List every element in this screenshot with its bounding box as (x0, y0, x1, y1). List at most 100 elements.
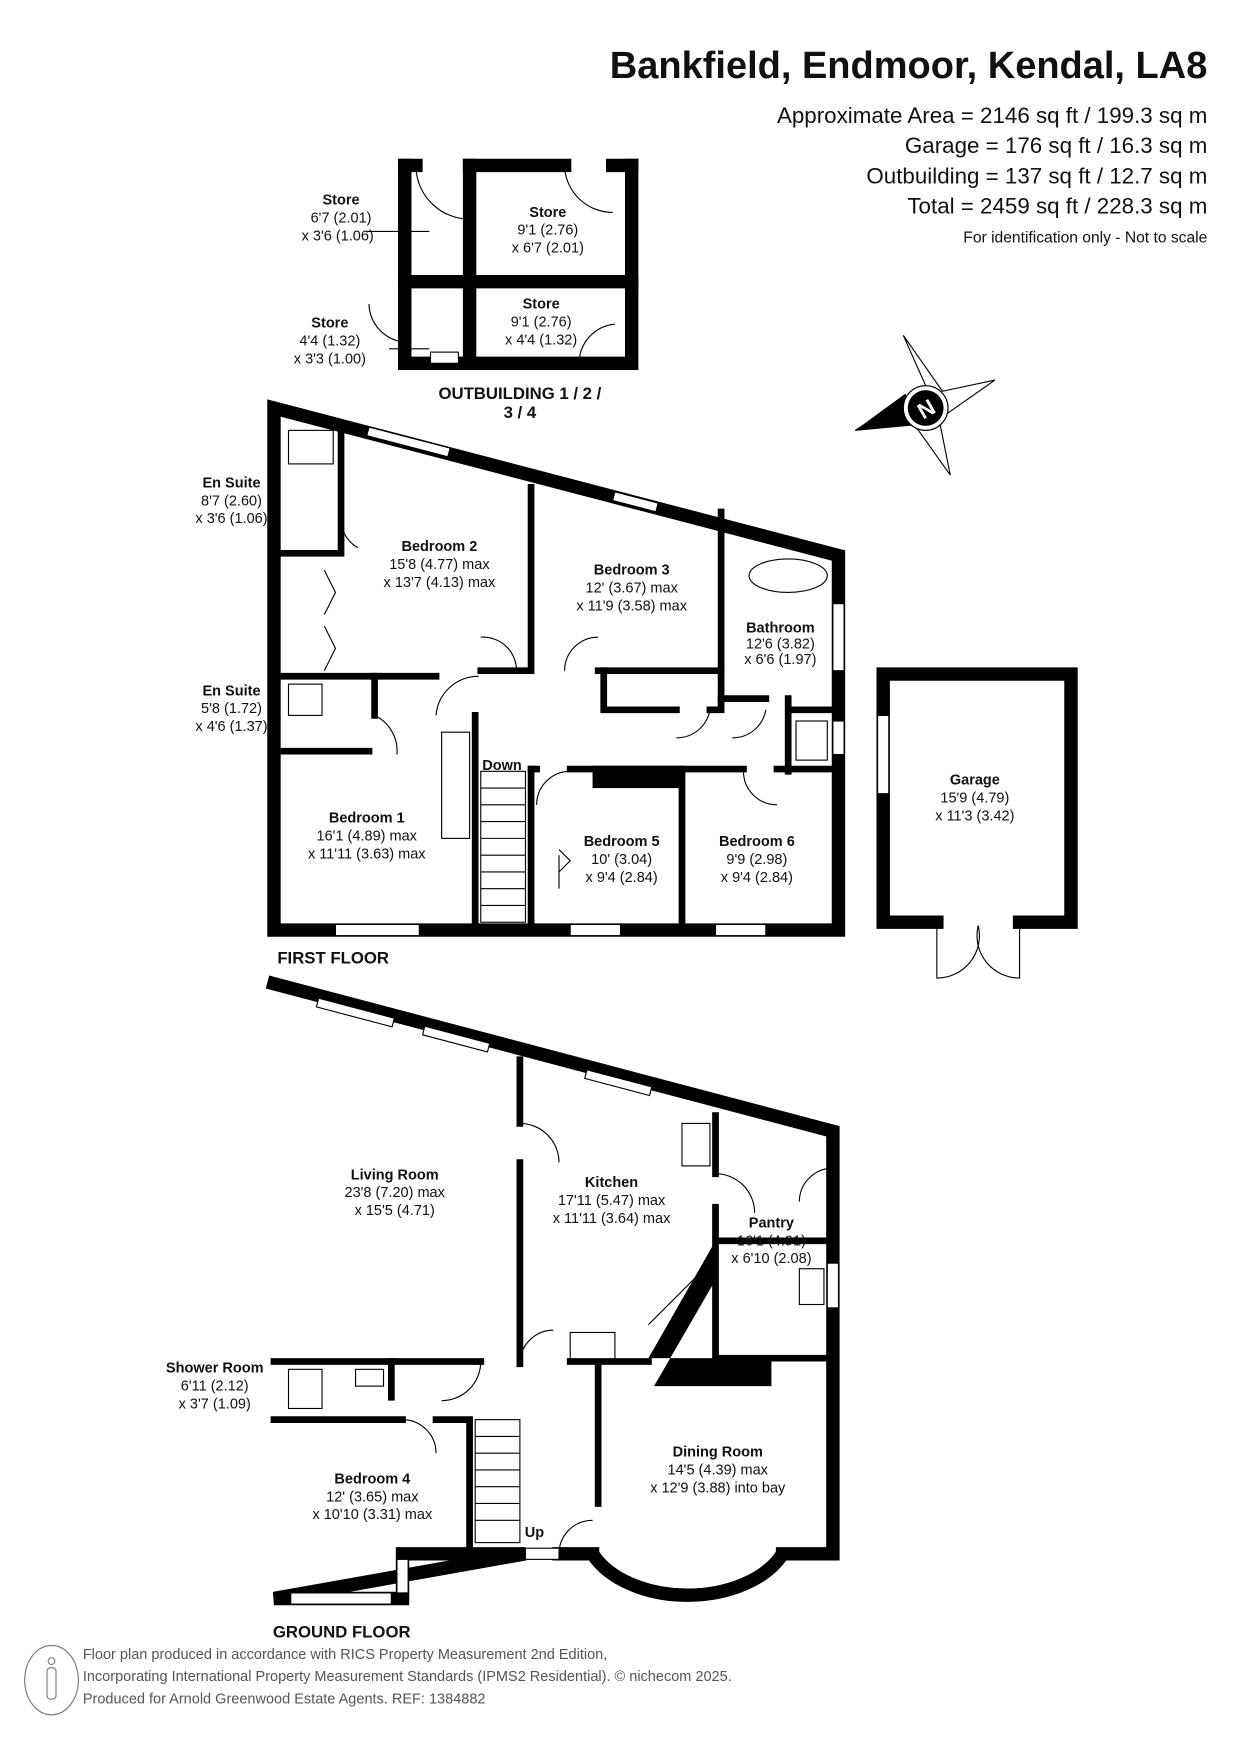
svg-text:Pantry: Pantry (749, 1215, 794, 1231)
svg-text:23'8 (7.20) max: 23'8 (7.20) max (344, 1185, 445, 1201)
area-garage: Garage = 176 sq ft / 16.3 sq m (905, 133, 1207, 158)
svg-text:En Suite: En Suite (202, 683, 260, 699)
svg-text:6'11 (2.12): 6'11 (2.12) (181, 1379, 249, 1395)
svg-text:En Suite: En Suite (202, 475, 260, 491)
svg-text:Store: Store (311, 316, 348, 332)
room-store-3: Store 4'4 (1.32) x 3'3 (1.00) (294, 316, 366, 368)
svg-text:Bedroom 6: Bedroom 6 (719, 834, 795, 850)
svg-text:8'7 (2.60): 8'7 (2.60) (201, 493, 262, 509)
svg-text:6'7 (2.01): 6'7 (2.01) (311, 210, 372, 226)
scale-note: For identification only - Not to scale (963, 230, 1207, 247)
outbuilding-label-2: 3 / 4 (504, 403, 537, 422)
svg-text:Bathroom: Bathroom (746, 621, 815, 637)
svg-text:17'11 (5.47) max: 17'11 (5.47) max (558, 1193, 666, 1209)
room-en-suite-2: En Suite 5'8 (1.72) x 4'6 (1.37) (195, 683, 267, 735)
room-pantry: Pantry 16'1 (4.91) x 6'10 (2.08) (731, 1215, 811, 1267)
svg-text:x 10'10 (3.31) max: x 10'10 (3.31) max (312, 1507, 433, 1523)
svg-text:Living Room: Living Room (351, 1167, 439, 1183)
svg-text:9'1 (2.76): 9'1 (2.76) (511, 314, 572, 330)
svg-text:9'9 (2.98): 9'9 (2.98) (726, 852, 787, 868)
room-store-4: Store 9'1 (2.76) x 4'4 (1.32) (505, 297, 577, 349)
svg-text:Shower Room: Shower Room (166, 1361, 264, 1377)
room-kitchen: Kitchen 17'11 (5.47) max x 11'11 (3.64) … (553, 1175, 671, 1227)
svg-text:9'1 (2.76): 9'1 (2.76) (517, 223, 578, 239)
room-bedroom-1: Bedroom 1 16'1 (4.89) max x 11'11 (3.63)… (308, 811, 426, 863)
svg-text:x 11'11 (3.64) max: x 11'11 (3.64) max (553, 1211, 671, 1227)
svg-text:Store: Store (322, 193, 359, 209)
stairs-down: Down (480, 758, 527, 923)
room-bedroom-5: Bedroom 5 10' (3.04) x 9'4 (2.84) (584, 834, 660, 886)
header: Bankfield, Endmoor, Kendal, LA8 Approxim… (610, 45, 1208, 246)
svg-text:Up: Up (525, 1525, 544, 1541)
svg-text:x 3'6 (1.06): x 3'6 (1.06) (302, 228, 374, 244)
footer-line-1: Floor plan produced in accordance with R… (83, 1647, 607, 1663)
svg-text:x 3'3 (1.00): x 3'3 (1.00) (294, 351, 366, 367)
svg-text:Store: Store (523, 297, 560, 313)
ground-floor-plan: Up Living Room 23'8 (7.20) max x 15'5 (4… (166, 975, 840, 1642)
svg-text:x 6'7 (2.01): x 6'7 (2.01) (512, 241, 584, 257)
svg-text:15'8 (4.77) max: 15'8 (4.77) max (389, 557, 490, 573)
svg-text:16'1 (4.89) max: 16'1 (4.89) max (317, 829, 418, 845)
room-living-room: Living Room 23'8 (7.20) max x 15'5 (4.71… (344, 1167, 445, 1219)
svg-text:12'6 (3.82): 12'6 (3.82) (746, 636, 815, 652)
svg-text:Bedroom 4: Bedroom 4 (334, 1471, 410, 1487)
stairs-up: Up (474, 1419, 544, 1544)
first-floor-plan: Down En Suite 8'7 (2.60) x 3'6 (1.06) Be… (195, 399, 846, 968)
garage-plan: Garage 15'9 (4.79) x 11'3 (3.42) (876, 667, 1078, 979)
svg-text:x 9'4 (2.84): x 9'4 (2.84) (586, 870, 658, 886)
svg-text:4'4 (1.32): 4'4 (1.32) (299, 333, 360, 349)
svg-text:x 15'5 (4.71): x 15'5 (4.71) (355, 1203, 435, 1219)
footer-line-3: Produced for Arnold Greenwood Estate Age… (83, 1692, 486, 1708)
area-total: Total = 2459 sq ft / 228.3 sq m (907, 194, 1207, 219)
compass-icon: N (854, 335, 996, 476)
svg-text:5'8 (1.72): 5'8 (1.72) (201, 701, 262, 717)
svg-text:Down: Down (482, 758, 522, 774)
outbuilding-label: OUTBUILDING 1 / 2 / (438, 384, 601, 403)
svg-text:x 12'9 (3.88) into bay: x 12'9 (3.88) into bay (650, 1480, 786, 1496)
svg-text:15'9 (4.79): 15'9 (4.79) (940, 791, 1009, 807)
svg-text:10' (3.04): 10' (3.04) (591, 852, 652, 868)
svg-text:x 11'9 (3.58) max: x 11'9 (3.58) max (576, 598, 687, 614)
svg-text:x 3'6 (1.06): x 3'6 (1.06) (195, 511, 267, 527)
room-store-2: Store 9'1 (2.76) x 6'7 (2.01) (512, 205, 584, 257)
room-bedroom-3: Bedroom 3 12' (3.67) max x 11'9 (3.58) m… (576, 563, 687, 615)
svg-text:14'5 (4.39) max: 14'5 (4.39) max (668, 1462, 769, 1478)
room-shower-room: Shower Room 6'11 (2.12) x 3'7 (1.09) (166, 1361, 264, 1413)
svg-text:Bedroom 1: Bedroom 1 (329, 811, 405, 827)
svg-text:x 13'7 (4.13) max: x 13'7 (4.13) max (384, 575, 496, 591)
svg-text:12' (3.65) max: 12' (3.65) max (326, 1489, 419, 1505)
ground-floor-label: GROUND FLOOR (273, 1623, 411, 1642)
area-outbuilding: Outbuilding = 137 sq ft / 12.7 sq m (866, 163, 1207, 188)
svg-text:Bedroom 2: Bedroom 2 (401, 539, 477, 555)
svg-text:x 11'11 (3.63) max: x 11'11 (3.63) max (308, 846, 426, 862)
svg-text:x 9'4 (2.84): x 9'4 (2.84) (721, 870, 793, 886)
person-icon (24, 1644, 79, 1716)
outbuilding-plan: Store 6'7 (2.01) x 3'6 (1.06) Store 9'1 … (294, 158, 639, 422)
footer: Floor plan produced in accordance with R… (24, 1644, 732, 1716)
area-approximate: Approximate Area = 2146 sq ft / 199.3 sq… (777, 103, 1207, 128)
room-bedroom-4: Bedroom 4 12' (3.65) max x 10'10 (3.31) … (312, 1471, 433, 1523)
property-title: Bankfield, Endmoor, Kendal, LA8 (610, 45, 1208, 87)
svg-text:x 6'6 (1.97): x 6'6 (1.97) (744, 652, 816, 668)
svg-text:x 4'6 (1.37): x 4'6 (1.37) (195, 719, 267, 735)
svg-text:12' (3.67) max: 12' (3.67) max (586, 580, 679, 596)
room-dining-room: Dining Room 14'5 (4.39) max x 12'9 (3.88… (650, 1445, 786, 1497)
svg-text:x 4'4 (1.32): x 4'4 (1.32) (505, 332, 577, 348)
room-en-suite-1: En Suite 8'7 (2.60) x 3'6 (1.06) (195, 475, 267, 527)
room-bedroom-6: Bedroom 6 9'9 (2.98) x 9'4 (2.84) (719, 834, 795, 886)
room-bathroom: Bathroom 12'6 (3.82) x 6'6 (1.97) (744, 621, 816, 668)
footer-line-2: Incorporating International Property Mea… (83, 1669, 732, 1685)
svg-text:Bedroom 3: Bedroom 3 (594, 563, 670, 579)
svg-text:x 11'3 (3.42): x 11'3 (3.42) (935, 808, 1014, 824)
room-garage: Garage 15'9 (4.79) x 11'3 (3.42) (935, 773, 1014, 825)
svg-text:x 6'10 (2.08): x 6'10 (2.08) (731, 1251, 811, 1267)
svg-text:Dining Room: Dining Room (673, 1445, 763, 1461)
svg-text:x 3'7 (1.09): x 3'7 (1.09) (179, 1396, 251, 1412)
room-bedroom-2: Bedroom 2 15'8 (4.77) max x 13'7 (4.13) … (384, 539, 496, 591)
first-floor-label: FIRST FLOOR (277, 949, 389, 968)
svg-text:16'1 (4.91): 16'1 (4.91) (737, 1233, 806, 1249)
svg-text:Garage: Garage (950, 773, 1000, 789)
room-store-1: Store 6'7 (2.01) x 3'6 (1.06) (302, 193, 374, 245)
svg-text:Kitchen: Kitchen (585, 1175, 638, 1191)
